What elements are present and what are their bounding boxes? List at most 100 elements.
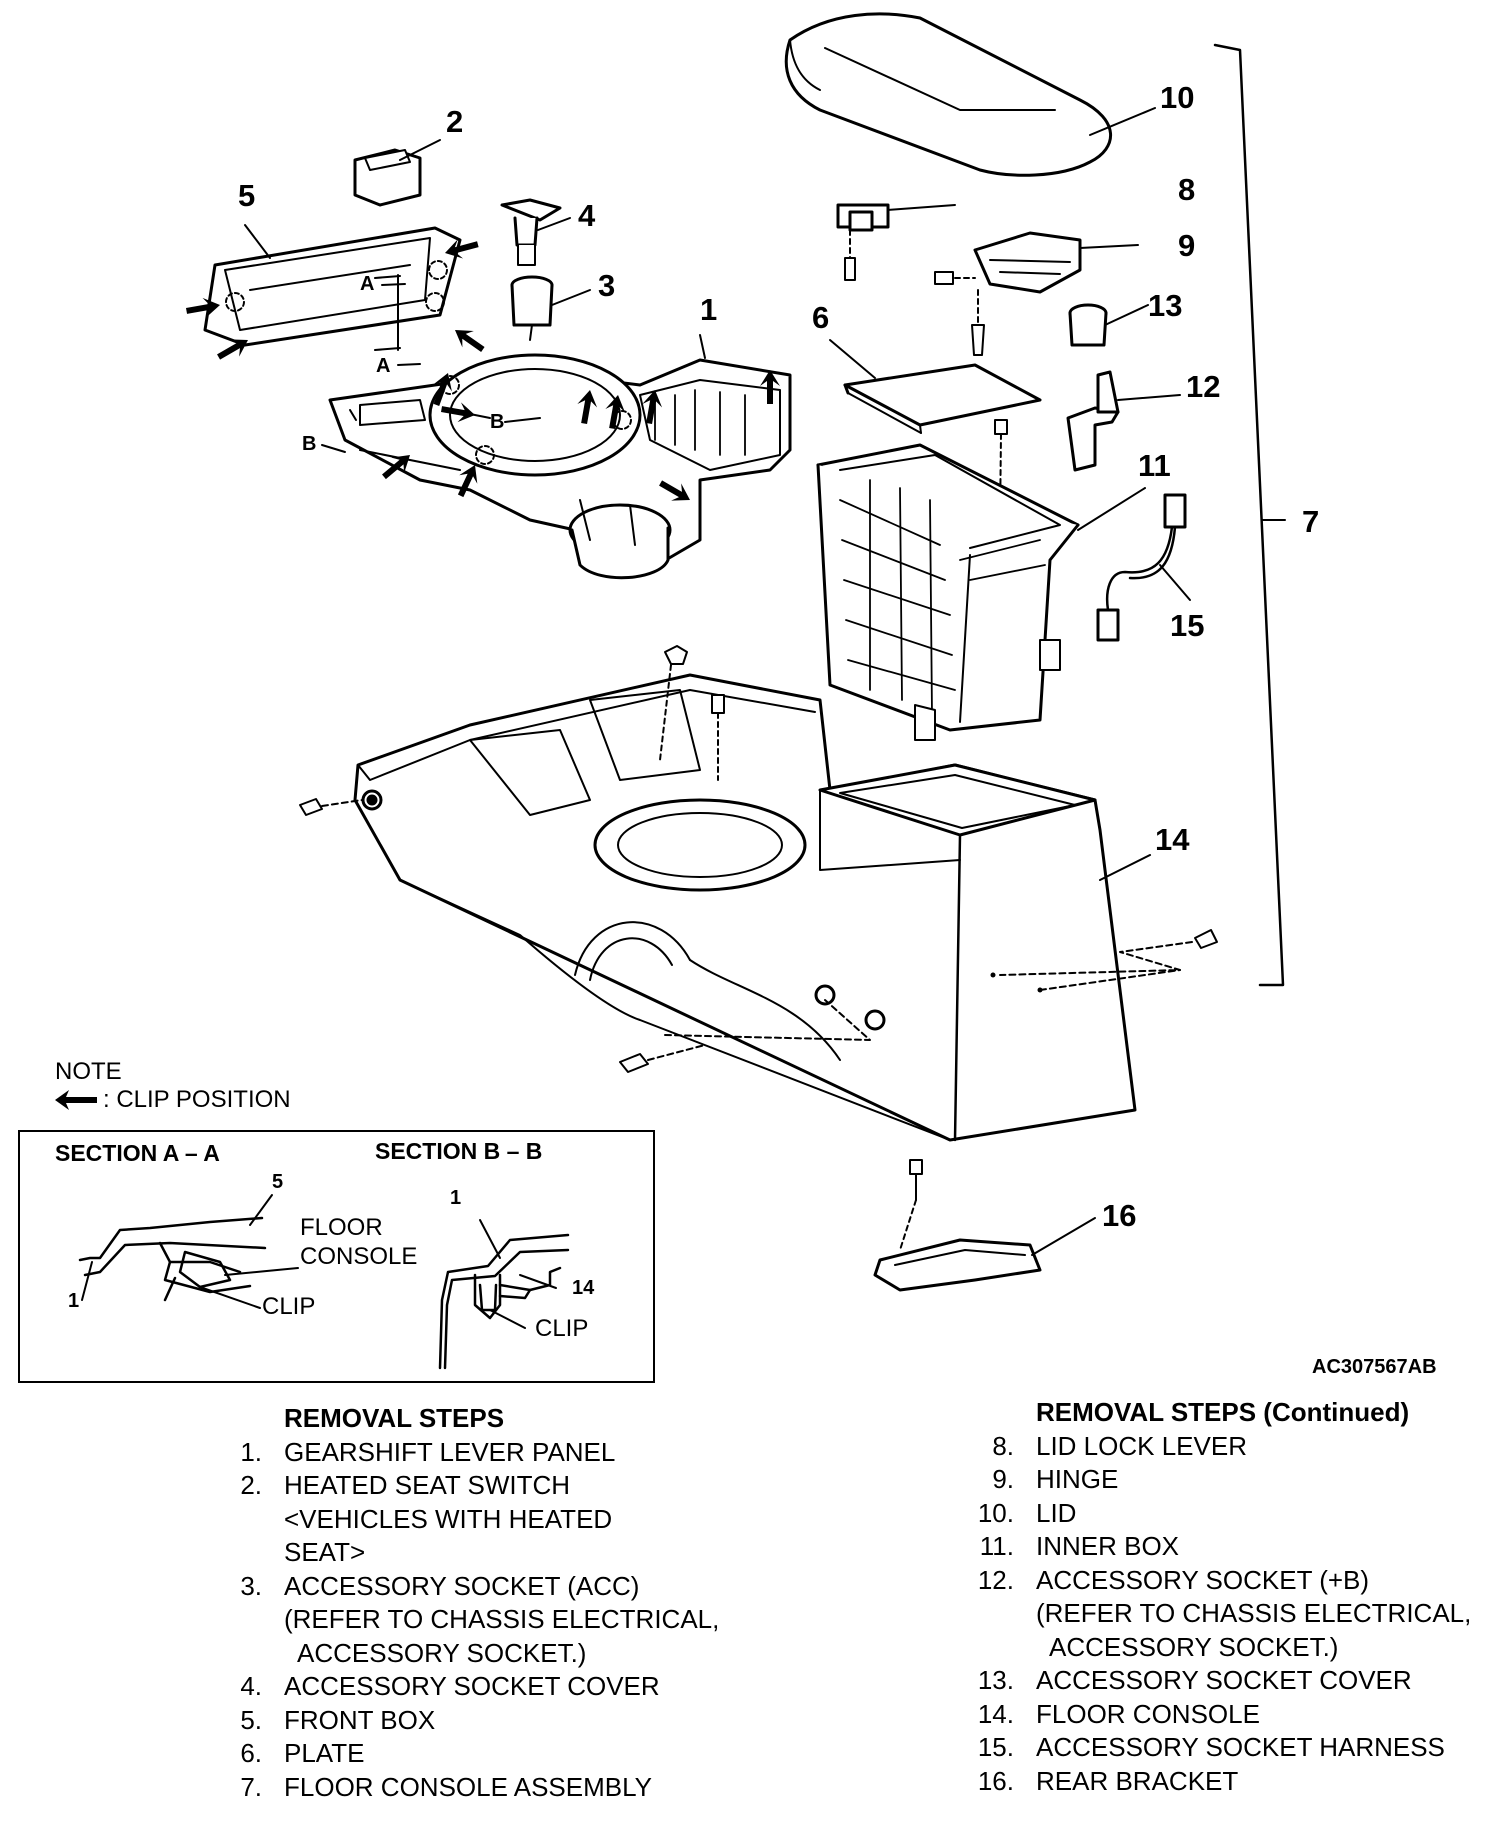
step-number: 11. [979, 1531, 1014, 1561]
step-row: 14.FLOOR CONSOLE [960, 1698, 1471, 1732]
step-text: (REFER TO CHASSIS ELECTRICAL, [1036, 1598, 1472, 1628]
step-text: SEAT> [284, 1537, 366, 1567]
step-text: ACCESSORY SOCKET.) [1036, 1631, 1339, 1662]
callout-4: 4 [578, 198, 596, 233]
step-row: (REFER TO CHASSIS ELECTRICAL, [960, 1597, 1471, 1631]
step-number: 1. [240, 1436, 262, 1467]
callout-7: 7 [1302, 504, 1319, 539]
section-bb-label-1: 1 [450, 1187, 462, 1209]
callout-9: 9 [1178, 228, 1195, 263]
step-text: <VEHICLES WITH HEATED [284, 1503, 613, 1534]
gearshift-lever-panel-part [328, 334, 792, 580]
section-marker-a-lower: A [376, 355, 390, 377]
step-row: 5. FRONT BOX [220, 1704, 719, 1738]
heated-seat-switch-part [353, 139, 441, 207]
note-legend-text: : CLIP POSITION [103, 1086, 291, 1113]
section-views-box [18, 1130, 655, 1383]
section-aa-drawing [78, 1194, 299, 1309]
removal-steps-continued-title: REMOVAL STEPS (Continued) [1036, 1397, 1410, 1427]
step-number [960, 1631, 1036, 1665]
step-number: 15. [977, 1732, 1014, 1762]
callout-10: 10 [1160, 80, 1194, 115]
clip-position-arrow-icon [55, 1090, 97, 1110]
callout-11: 11 [1138, 448, 1171, 483]
step-row: 15. ACCESSORY SOCKET HARNESS [960, 1731, 1471, 1765]
accessory-socket-3-part [510, 275, 591, 341]
step-number: 3. [240, 1570, 262, 1601]
step-text: GEARSHIFT LEVER PANEL [284, 1436, 616, 1467]
callout-13: 13 [1148, 288, 1182, 323]
step-row: 11.INNER BOX [960, 1530, 1471, 1564]
step-number: 9. [992, 1464, 1014, 1494]
step-text: LID [1036, 1497, 1077, 1528]
callout-5: 5 [238, 178, 255, 213]
step-number: 10. [977, 1497, 1014, 1528]
step-text: ACCESSORY SOCKET COVER [1036, 1665, 1412, 1695]
section-marker-a-upper: A [360, 273, 374, 295]
step-text: ACCESSORY SOCKET COVER [284, 1671, 660, 1701]
callout-12: 12 [1186, 369, 1220, 404]
step-text: PLATE [284, 1738, 365, 1768]
section-aa-title: SECTION A – A [55, 1140, 220, 1166]
step-row: 3. ACCESSORY SOCKET (ACC) [220, 1570, 719, 1604]
step-row: 10. LID [960, 1497, 1471, 1531]
note-title: NOTE [55, 1058, 122, 1085]
front-box-part [203, 224, 462, 351]
figure-code: AC307567AB [1312, 1356, 1437, 1378]
step-text: REAR BRACKET [1036, 1765, 1239, 1796]
callout-14: 14 [1155, 822, 1190, 857]
step-number: 5. [240, 1704, 262, 1735]
step-row: 16.REAR BRACKET [960, 1765, 1471, 1799]
step-text: ACCESSORY SOCKET HARNESS [1036, 1732, 1445, 1762]
step-row: 7. FLOOR CONSOLE ASSEMBLY [220, 1771, 719, 1805]
step-text: ACCESSORY SOCKET (+B) [1036, 1564, 1370, 1595]
step-row: SEAT> [220, 1536, 719, 1570]
step-number [220, 1603, 284, 1637]
step-row: <VEHICLES WITH HEATED [220, 1503, 719, 1537]
callout-15: 15 [1170, 608, 1204, 643]
callout-8: 8 [1178, 172, 1195, 207]
callout-3: 3 [598, 268, 615, 303]
step-number: 13. [977, 1665, 1014, 1695]
rear-bracket-part [873, 1159, 1096, 1292]
step-row: 6.PLATE [220, 1737, 719, 1771]
accessory-socket-cover-4-part [500, 198, 571, 266]
step-text: LID LOCK LEVER [1036, 1430, 1247, 1461]
step-row: 1. GEARSHIFT LEVER PANEL [220, 1436, 719, 1470]
floor-console-part [299, 645, 1218, 1142]
step-text: (REFER TO CHASSIS ELECTRICAL, [284, 1604, 720, 1634]
section-marker-b-inner: B [490, 411, 504, 433]
lid-part [784, 12, 1156, 177]
step-number: 7. [240, 1771, 262, 1802]
section-aa-label-console: CONSOLE [300, 1243, 418, 1270]
step-row: 12.ACCESSORY SOCKET (+B) [960, 1564, 1471, 1598]
section-aa-label-1: 1 [68, 1290, 80, 1312]
callout-2: 2 [446, 104, 463, 139]
removal-steps-title: REMOVAL STEPS [284, 1403, 505, 1433]
callout-1: 1 [700, 292, 717, 327]
step-text: FLOOR CONSOLE ASSEMBLY [284, 1771, 652, 1802]
step-row: ACCESSORY SOCKET.) [220, 1637, 719, 1671]
accessory-socket-cover-13-part [1068, 303, 1149, 347]
step-number [220, 1503, 284, 1537]
step-number: 8. [992, 1430, 1014, 1461]
note-legend: : CLIP POSITION [55, 1086, 291, 1114]
step-row: 8. LID LOCK LEVER [960, 1430, 1471, 1464]
hinge-part [934, 231, 1139, 356]
step-row: 2.HEATED SEAT SWITCH [220, 1469, 719, 1503]
step-text: ACCESSORY SOCKET (ACC) [284, 1570, 640, 1601]
section-bb-label-14: 14 [572, 1277, 595, 1299]
callout-16: 16 [1102, 1198, 1136, 1233]
step-number [220, 1536, 284, 1570]
assembly-bracket [1213, 43, 1286, 987]
step-number [960, 1597, 1036, 1631]
callout-6: 6 [812, 300, 829, 335]
step-text: FRONT BOX [284, 1704, 436, 1735]
lid-lock-lever-part [836, 203, 956, 281]
step-number: 4. [240, 1671, 262, 1701]
step-number [220, 1637, 284, 1671]
accessory-socket-harness-part [1096, 493, 1191, 642]
step-row: (REFER TO CHASSIS ELECTRICAL, [220, 1603, 719, 1637]
